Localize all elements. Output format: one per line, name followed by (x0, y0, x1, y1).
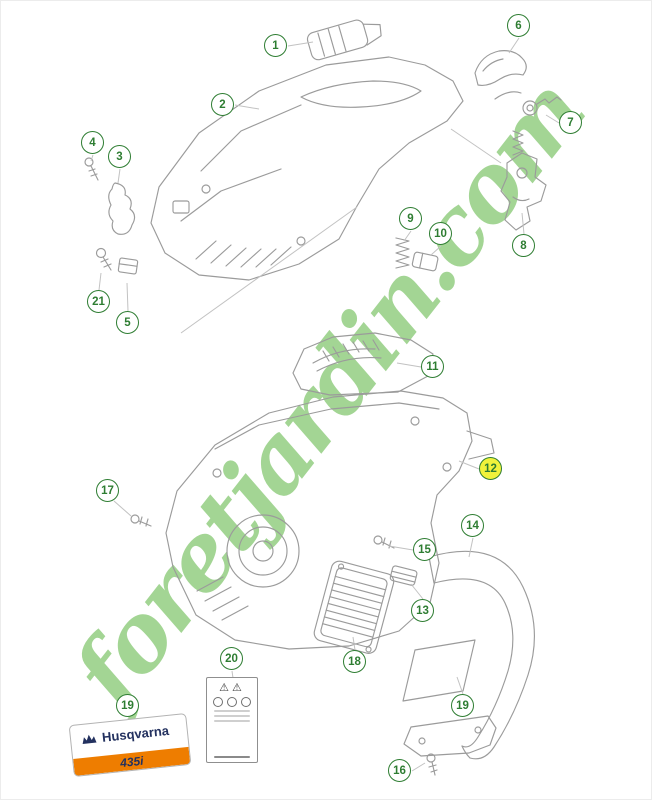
part-4-screw (84, 157, 99, 181)
part-9-spring (395, 237, 410, 269)
label-text-line (213, 710, 251, 712)
part-6-trigger (474, 50, 527, 86)
callout-19[interactable]: 19 (116, 694, 139, 717)
part-21-screw (95, 247, 112, 271)
callout-6[interactable]: 6 (507, 14, 530, 37)
callout-17[interactable]: 17 (96, 479, 119, 502)
part-14-rear-handle (428, 550, 535, 760)
callout-14[interactable]: 14 (461, 514, 484, 537)
part-18-grille (313, 560, 395, 654)
brand-label: Husqvarna 435i (68, 712, 192, 778)
callout-2[interactable]: 2 (211, 93, 234, 116)
part-17-screw (130, 514, 152, 527)
part-10-clip (411, 251, 439, 272)
part-7-spring-wire (494, 91, 562, 116)
part-13-vent-piece (389, 565, 418, 586)
callout-4[interactable]: 4 (81, 131, 104, 154)
callout-3[interactable]: 3 (108, 145, 131, 168)
callout-16[interactable]: 16 (388, 759, 411, 782)
callout-10[interactable]: 10 (429, 222, 452, 245)
callout-9[interactable]: 9 (399, 207, 422, 230)
part-1-bracket (306, 19, 382, 61)
part-3-grip-bracket (108, 182, 136, 235)
callout-21[interactable]: 21 (87, 290, 110, 313)
part-2-top-housing (150, 56, 464, 281)
warning-label: ⚠⚠ (206, 677, 258, 763)
pictogram-icon (213, 697, 223, 707)
part-5-plate (117, 257, 139, 275)
callout-18[interactable]: 18 (343, 650, 366, 673)
pictogram-icon (241, 697, 251, 707)
brand-name: Husqvarna (101, 722, 170, 745)
label-text-line (213, 756, 251, 758)
callout-13[interactable]: 13 (411, 599, 434, 622)
callout-15[interactable]: 15 (413, 538, 436, 561)
leader-lines (90, 37, 560, 772)
label-text-line (213, 715, 251, 717)
watermark-text: foretjardin.com (48, 60, 605, 730)
part-12-main-housing (165, 390, 495, 650)
part-11-top-cover (292, 332, 434, 396)
pictogram-icon (227, 697, 237, 707)
callout-20[interactable]: 20 (220, 647, 243, 670)
callout-11[interactable]: 11 (421, 355, 444, 378)
label-text-line (213, 720, 251, 722)
callout-12[interactable]: 12 (479, 457, 502, 480)
crown-logo-icon (82, 734, 97, 744)
part-16-bottom-bracket (403, 715, 497, 776)
callout-7[interactable]: 7 (559, 111, 582, 134)
warning-triangles-icon: ⚠⚠ (219, 682, 245, 694)
model-number: 435i (119, 753, 145, 770)
part-19-decal (402, 639, 476, 702)
callout-8[interactable]: 8 (512, 234, 535, 257)
safety-pictograms (213, 697, 251, 707)
callout-5[interactable]: 5 (116, 311, 139, 334)
callout-19[interactable]: 19 (451, 694, 474, 717)
callout-1[interactable]: 1 (264, 34, 287, 57)
part-8-throttle-assembly (500, 130, 547, 231)
